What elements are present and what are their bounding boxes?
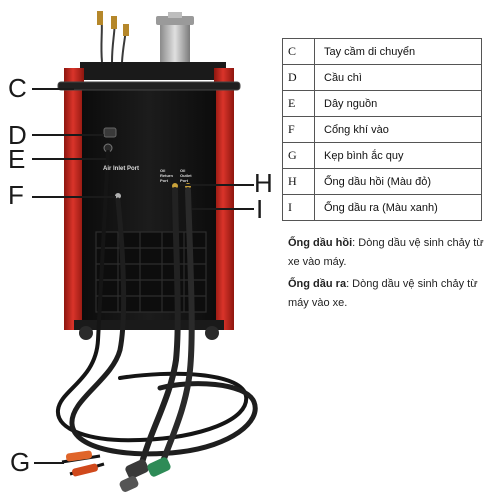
leader-g [34,462,64,464]
machine-illustration: Air Inlet Port Oil Return Port Oil Outle… [8,11,273,492]
left-red-frame [64,68,84,330]
fuse-holder [103,127,117,138]
note-outlet: Ống dầu ra: Dòng dầu vệ sinh chảy từ máy… [288,275,493,313]
hose-bundle [55,150,258,473]
legend-key: I [282,194,315,221]
note-return-text: : Dòng dầu vệ sinh chảy từ xe vào máy. [288,237,484,268]
legend-row: I Ống dầu ra (Màu xanh) [282,194,482,221]
legend-desc: Dây nguồn [314,90,482,117]
legend-desc: Cầu chì [314,64,482,91]
callout-i: I [256,194,264,224]
hose-notes: Ống dầu hồi: Dòng dầu vệ sinh chảy từ xe… [288,234,493,316]
callout-h: H [254,168,273,198]
legend-key: D [282,64,315,91]
wheel-right [205,326,219,340]
note-return: Ống dầu hồi: Dòng dầu vệ sinh chảy từ xe… [288,234,493,272]
legend-desc: Cổng khí vào [314,116,482,143]
hose-couplers [119,457,171,492]
machine-drawing [55,11,258,492]
leader-d [32,134,104,136]
legend-row: E Dây nguồn [282,90,482,117]
top-cables [97,11,129,63]
oil-return-port-text: Oil Return Port [160,168,173,183]
right-red-frame [214,68,234,330]
callout-g: G [10,447,31,477]
move-handle [57,81,241,91]
callout-f: F [8,180,24,210]
legend-key: C [282,38,315,65]
legend-key: E [282,90,315,117]
leader-e [32,158,106,160]
note-return-title: Ống dầu hồi [288,237,353,249]
filter-canister [156,12,194,70]
leader-i [192,208,254,210]
oil-outlet-port-text: Oil Outlet Port [180,168,192,183]
legend-row: H Ống dầu hồi (Màu đỏ) [282,168,482,195]
legend-row: F Cổng khí vào [282,116,482,143]
legend-desc: Ống dầu ra (Màu xanh) [314,194,482,221]
top-lid [80,62,226,80]
legend-row: C Tay cầm di chuyển [282,38,482,65]
callout-d: D [8,120,27,150]
leader-h [180,184,254,186]
leader-f [32,196,116,198]
note-outlet-title: Ống dầu ra [288,278,347,290]
legend-desc: Ống dầu hồi (Màu đỏ) [314,168,482,195]
machine-base [74,320,224,330]
parts-legend-table: C Tay cầm di chuyển D Cầu chì E Dây nguồ… [282,38,482,221]
note-outlet-text: : Dòng dầu vệ sinh chảy từ máy vào xe. [288,278,478,309]
battery-clamps [61,450,105,477]
legend-desc: Tay cầm di chuyển [314,38,482,65]
legend-desc: Kẹp bình ắc quy [314,142,482,169]
legend-key: G [282,142,315,169]
leader-c [32,88,74,90]
legend-key: F [282,116,315,143]
legend-row: G Kẹp bình ắc quy [282,142,482,169]
callout-e: E [8,144,26,174]
callout-c: C [8,73,27,103]
air-inlet-port-text: Air Inlet Port [103,166,140,172]
legend-key: H [282,168,315,195]
wheel-left [79,326,93,340]
legend-row: D Cầu chì [282,64,482,91]
air-inlet-fitting [115,193,121,199]
